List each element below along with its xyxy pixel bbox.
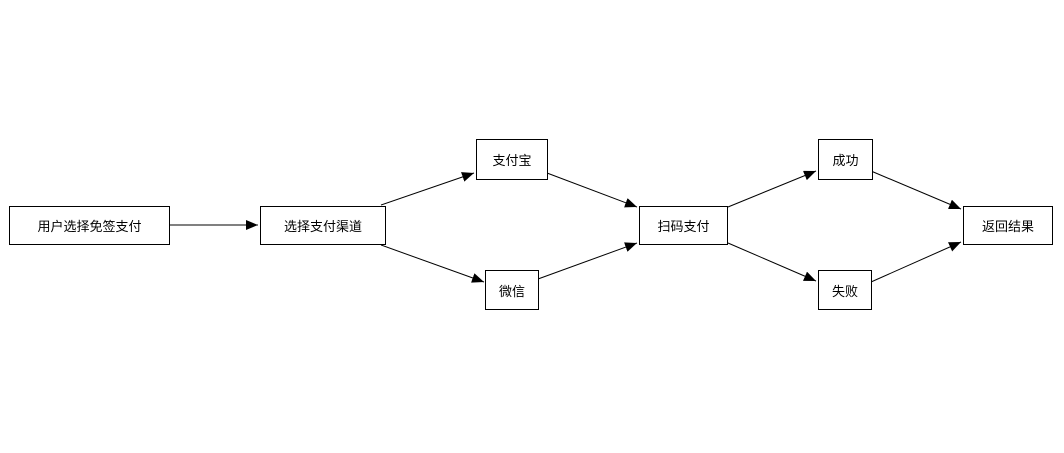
node-fail-label: 失败 bbox=[831, 284, 858, 300]
node-choose-channel-label: 选择支付渠道 bbox=[283, 220, 362, 235]
node-start-label: 用户选择免签支付 bbox=[37, 220, 142, 235]
node-alipay: 支付宝 bbox=[476, 139, 548, 180]
node-alipay-label: 支付宝 bbox=[492, 154, 532, 169]
node-wechat: 微信 bbox=[485, 270, 539, 310]
edge-choose-alipay bbox=[380, 172, 475, 206]
edge-alipay-scan bbox=[546, 172, 638, 208]
node-success-label: 成功 bbox=[832, 154, 859, 169]
edge-scan-success bbox=[727, 170, 817, 208]
node-fail: 失败 bbox=[818, 270, 872, 310]
node-result-label: 返回结果 bbox=[981, 220, 1034, 235]
edge-scan-fail bbox=[727, 242, 817, 282]
edge-wechat-scan bbox=[537, 242, 638, 280]
edge-fail-result bbox=[870, 241, 962, 283]
edge-success-result bbox=[870, 170, 962, 210]
node-wechat-label: 微信 bbox=[498, 284, 525, 300]
node-scan-pay-label: 扫码支付 bbox=[657, 220, 710, 235]
node-choose-channel: 选择支付渠道 bbox=[260, 206, 386, 245]
node-scan-pay: 扫码支付 bbox=[639, 206, 728, 245]
edge-choose-wechat bbox=[380, 244, 485, 283]
node-start: 用户选择免签支付 bbox=[9, 206, 170, 245]
node-success: 成功 bbox=[818, 139, 873, 180]
node-result: 返回结果 bbox=[963, 206, 1053, 245]
